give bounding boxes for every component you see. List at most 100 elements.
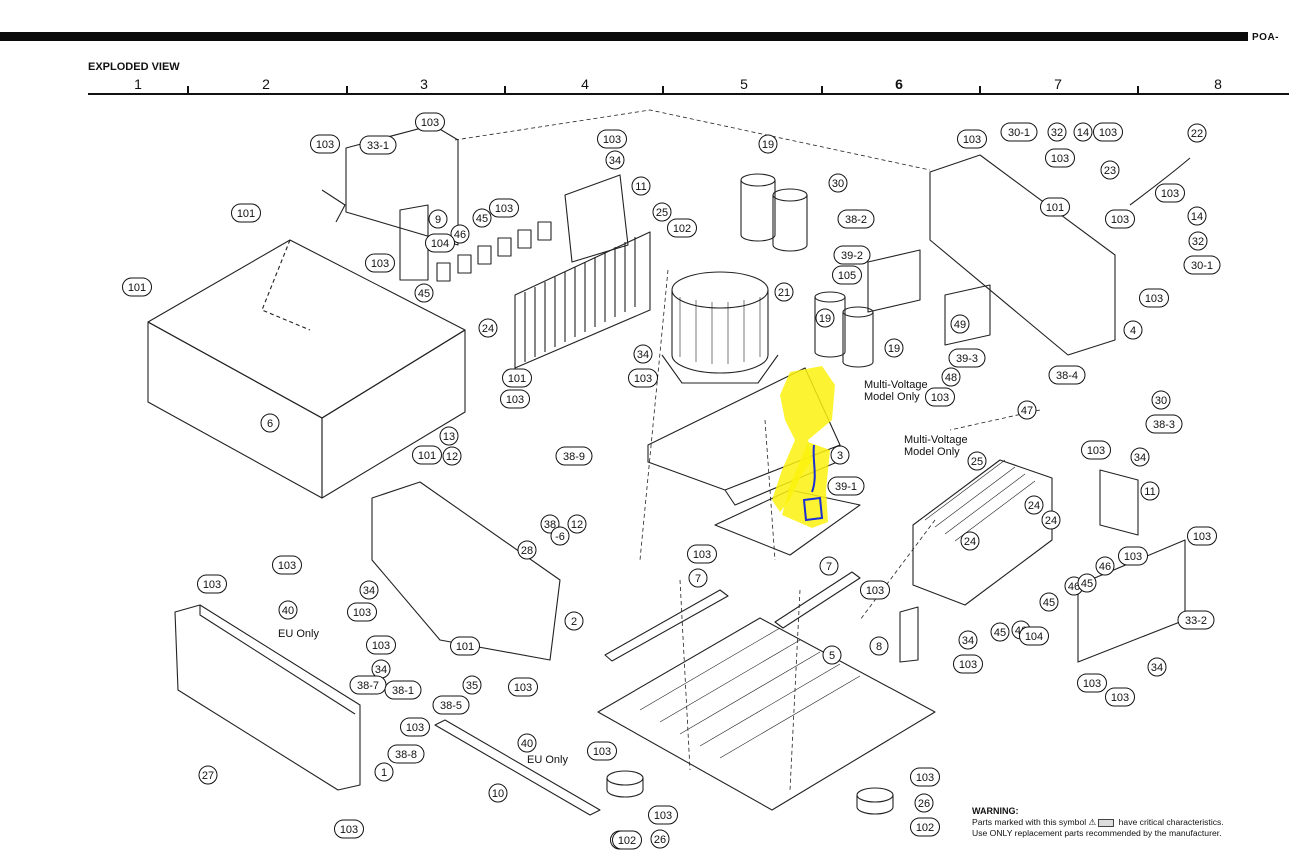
callout-label: 103 xyxy=(1193,531,1211,543)
callout-5: 5 xyxy=(822,645,842,665)
callout-label: 38-9 xyxy=(563,451,585,463)
callout-103: 103 xyxy=(1105,687,1135,707)
callout-102: 102 xyxy=(910,817,940,837)
caution-triangle-icon: ⚠ xyxy=(1088,817,1097,827)
socket-39-2 xyxy=(867,249,921,313)
callout-bubble xyxy=(687,544,717,564)
callout-34: 34 xyxy=(1147,657,1167,677)
callout-104: 104 xyxy=(1019,626,1049,646)
callout-14: 14 xyxy=(1187,206,1207,226)
callout-26: 26 xyxy=(914,793,934,813)
capacitors-top xyxy=(740,173,808,252)
bracket-11-right xyxy=(1099,469,1139,536)
callout-label: 19 xyxy=(762,139,774,151)
callout-bubble xyxy=(1040,197,1070,217)
callout-bubble xyxy=(1048,365,1086,385)
callout-label: 3 xyxy=(837,450,843,462)
heatsink-right xyxy=(912,459,1053,606)
callout-label: 101 xyxy=(456,641,474,653)
warning-text-a: Parts marked with this symbol xyxy=(972,817,1087,827)
callout-label: 6 xyxy=(267,418,273,430)
callout-label: 101 xyxy=(128,282,146,294)
callout-39-2: 39-2 xyxy=(833,245,871,265)
callout-bubble xyxy=(967,451,987,471)
callout-bubble xyxy=(1187,123,1207,143)
transistors-left xyxy=(436,221,552,282)
callout-label: 24 xyxy=(1045,515,1057,527)
pcb-39-1 xyxy=(714,489,861,556)
callout-label: 102 xyxy=(916,822,934,834)
callout-label: 13 xyxy=(443,431,455,443)
warning-line-1: Parts marked with this symbol ⚠ have cri… xyxy=(972,817,1282,828)
callout-label: 34 xyxy=(363,585,375,597)
callout-bubble xyxy=(400,717,430,737)
callout-label: 103 xyxy=(371,258,389,270)
callout-26: 26 xyxy=(650,829,670,849)
callout-103: 103 xyxy=(687,544,717,564)
callout-101: 101 xyxy=(502,368,532,388)
callout-bubble xyxy=(517,540,537,560)
callout-103: 103 xyxy=(1139,288,1169,308)
callout-label: 39-2 xyxy=(841,250,863,262)
callout-34: 34 xyxy=(958,630,978,650)
callout-bubble xyxy=(462,675,482,695)
callout-bubble xyxy=(910,817,940,837)
callout-bubble xyxy=(334,819,364,839)
callout-label: 34 xyxy=(375,664,387,676)
callout-label: 38-8 xyxy=(395,749,417,761)
callout-bubble xyxy=(1183,255,1221,275)
callout-bubble xyxy=(472,208,492,228)
rail-left xyxy=(604,589,729,662)
callout-label: 102 xyxy=(618,835,636,847)
callout-13: 13 xyxy=(439,426,459,446)
callout-47: 47 xyxy=(1017,400,1037,420)
transformer xyxy=(661,271,779,384)
callout-103: 103 xyxy=(1118,546,1148,566)
callout-label: 103 xyxy=(693,549,711,561)
callout-label: 10 xyxy=(492,788,504,800)
callout-bubble xyxy=(1047,122,1067,142)
callout-label: 38-2 xyxy=(845,214,867,226)
callout-label: 5 xyxy=(829,650,835,662)
callout-103: 103 xyxy=(366,635,396,655)
callout-label: 103 xyxy=(340,824,358,836)
callout-label: 45 xyxy=(418,288,430,300)
callout-45: 45 xyxy=(1039,592,1059,612)
callout-bubble xyxy=(1187,206,1207,226)
callout-label: 38-1 xyxy=(392,685,414,697)
callout-bubble xyxy=(884,338,904,358)
callout-label: 30 xyxy=(832,178,844,190)
callout-19: 19 xyxy=(758,134,778,154)
callout-label: 21 xyxy=(778,287,790,299)
callout-14: 14 xyxy=(1073,122,1093,142)
callout-label: 19 xyxy=(819,313,831,325)
callout-bubble xyxy=(1187,526,1217,546)
callout-label: 33-2 xyxy=(1185,615,1207,627)
callout-bubble xyxy=(366,635,396,655)
callout-bubble xyxy=(489,198,519,218)
board-9 xyxy=(399,204,429,281)
note-multi-voltage-2b: Model Only xyxy=(904,446,960,458)
callout-bubble xyxy=(587,741,617,761)
callout-103: 103 xyxy=(925,387,955,407)
callout-24: 24 xyxy=(1024,495,1044,515)
callout-10: 10 xyxy=(488,783,508,803)
callout-38-5: 38-5 xyxy=(432,695,470,715)
callout-103: 103 xyxy=(1187,526,1217,546)
callout-label: 45 xyxy=(994,627,1006,639)
callout-38-4: 38-4 xyxy=(1048,365,1086,385)
callout-label: 38-3 xyxy=(1153,419,1175,431)
rear-panel-right xyxy=(929,154,1116,356)
callout-40: 40 xyxy=(278,600,298,620)
callout-bubble xyxy=(822,645,842,665)
callout-bubble xyxy=(439,426,459,446)
callout-label: 49 xyxy=(954,319,966,331)
grid-col-1: 1 xyxy=(134,76,142,92)
callout-label: 103 xyxy=(593,746,611,758)
callout-38-7: 38-7 xyxy=(349,675,387,695)
callout-label: 104 xyxy=(431,238,449,250)
callout-bubble xyxy=(1140,481,1160,501)
callout-101: 101 xyxy=(122,277,152,297)
callout-label: 101 xyxy=(237,208,255,220)
callout-bubble xyxy=(652,202,672,222)
